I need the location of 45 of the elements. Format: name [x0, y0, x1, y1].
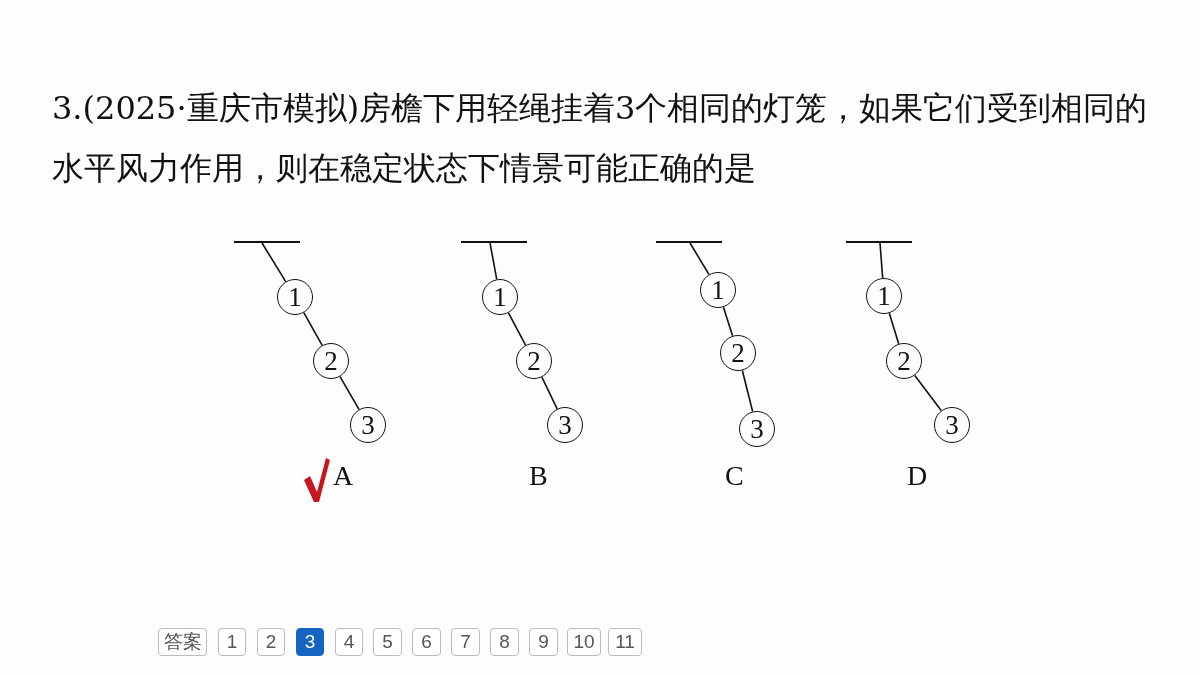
lantern-circle: 1	[866, 278, 902, 314]
lantern-circle: 3	[739, 411, 775, 447]
rope-line	[541, 376, 558, 410]
page-button: 7	[451, 628, 480, 656]
page-button: 11	[608, 628, 642, 656]
rope-line	[489, 242, 498, 281]
lantern-circle: 2	[720, 335, 756, 371]
page-button: 答案	[158, 628, 207, 656]
rope-line	[879, 242, 884, 279]
option-letter: D	[907, 460, 928, 492]
option-letter: C	[725, 460, 744, 492]
lantern-circle: 2	[886, 343, 922, 379]
rope-line	[741, 369, 754, 413]
ceiling-line	[234, 241, 300, 243]
page-button: 8	[490, 628, 519, 656]
rope-line	[339, 375, 360, 411]
lantern-circle: 1	[700, 272, 736, 308]
page-button: 3	[296, 628, 324, 656]
rope-line	[888, 312, 900, 345]
page-button: 9	[529, 628, 558, 656]
lantern-circle: 2	[313, 343, 349, 379]
rope-line	[689, 242, 710, 276]
lantern-circle: 3	[350, 407, 386, 443]
lantern-circle: 1	[277, 279, 313, 315]
ceiling-line	[846, 241, 912, 243]
option-letter: A	[333, 460, 354, 492]
page-button: 5	[373, 628, 402, 656]
rope-line	[914, 374, 942, 412]
rope-line	[507, 312, 527, 346]
ceiling-line	[656, 241, 722, 243]
lantern-circle: 3	[934, 407, 970, 443]
option-letter: B	[529, 460, 548, 492]
page-button: 6	[412, 628, 441, 656]
lantern-circle: 3	[547, 407, 583, 443]
question-text: 3.(2025·重庆市模拟)房檐下用轻绳挂着3个相同的灯笼，如果它们受到相同的水平风力作用，则在稳定状态下情景可能正确的是	[52, 88, 1149, 189]
rope-line	[303, 311, 323, 347]
page-button: 10	[567, 628, 601, 656]
page-button: 4	[335, 628, 363, 656]
page-button: 2	[257, 628, 285, 656]
lantern-circle: 1	[482, 279, 518, 315]
lantern-circle: 2	[516, 343, 552, 379]
rope-line	[722, 306, 734, 337]
page-button: 1	[218, 628, 246, 656]
ceiling-line	[461, 241, 527, 243]
rope-line	[261, 242, 287, 283]
